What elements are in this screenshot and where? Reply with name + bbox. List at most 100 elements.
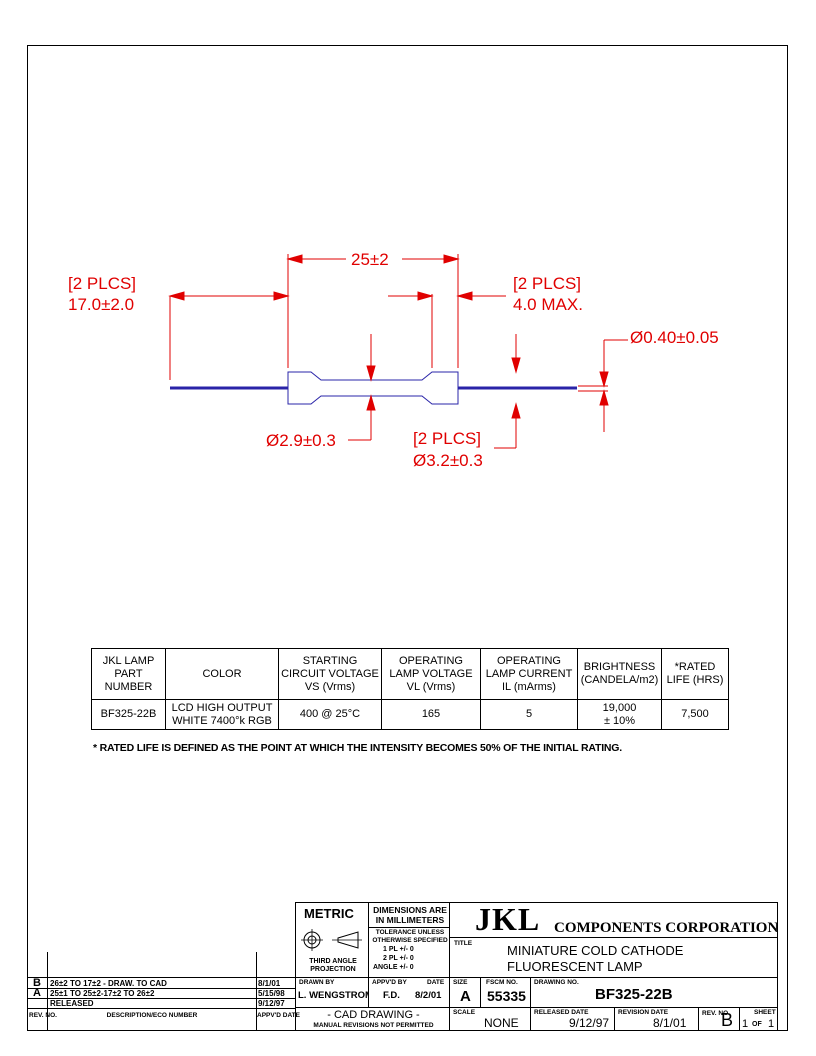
drawn-by-label: DRAWN BY (299, 979, 335, 986)
cell-operating-current: 5 (480, 699, 578, 730)
approved-date-value: 8/2/01 (415, 990, 442, 1001)
title-cell: TITLE MINIATURE COLD CATHODE FLUORESCENT… (449, 937, 778, 978)
tolerance-1pl: 1 PL +/- 0 (383, 946, 414, 953)
drawing-number-label: DRAWING NO. (534, 979, 579, 986)
arrowhead (366, 394, 376, 411)
arrowhead (599, 371, 609, 388)
drawing-number-value: BF325-22B (595, 986, 673, 1003)
projection-label: THIRD ANGLE PROJECTION (309, 958, 357, 973)
scale-cell: SCALE NONE (449, 1007, 531, 1031)
fscm-cell: FSCM NO. 55335 (480, 977, 531, 1008)
size-label: SIZE (453, 979, 468, 986)
tolerance-cell: DIMENSIONS ARE IN MILLIMETERS TOLERANCE … (368, 902, 450, 978)
sheet-value: 1 (742, 1018, 749, 1030)
tolerance-angle: ANGLE +/- 0 (373, 964, 414, 971)
arrowhead (443, 254, 460, 264)
dim-end-diameter: Ø3.2±0.3 (413, 451, 483, 470)
manual-revisions-note: MANUAL REVISIONS NOT PERMITTED (313, 1022, 434, 1029)
drawn-by-cell: DRAWN BY L. WENGSTROM (295, 977, 369, 1008)
arrowhead (273, 291, 290, 301)
released-date-value: 9/12/97 (569, 1016, 610, 1030)
company-name: COMPONENTS CORPORATION (554, 920, 778, 936)
approved-by-value: F.D. (383, 990, 400, 1001)
dim-overall-length: 25±2 (351, 250, 389, 269)
dim-tube-diameter: Ø2.9±0.3 (266, 431, 336, 450)
arrowhead (366, 365, 376, 382)
metric-cell: METRIC THIRD ANGLE PROJECTION (295, 902, 369, 978)
spec-header-row: JKL LAMP PART NUMBER COLOR STARTING CIRC… (91, 648, 729, 700)
tolerance-note: TOLERANCE UNLESS OTHERWISE SPECIFIED (372, 929, 448, 944)
dim-endcap-length: 4.0 MAX. (513, 295, 583, 314)
revision-row-a-desc: 25±1 TO 25±2-17±2 TO 26±2 (50, 989, 155, 998)
lamp-spec-table: JKL LAMP PART NUMBER COLOR STARTING CIRC… (91, 648, 729, 730)
revision-header-appvd: APPV'D DATE (257, 1012, 300, 1019)
cell-rated-life: 7,500 (661, 699, 729, 730)
revision-row-b-rev: B (33, 977, 41, 989)
company-logo: JKL (475, 902, 541, 937)
header-part-number: JKL LAMP PART NUMBER (91, 648, 166, 700)
cell-color: LCD HIGH OUTPUT WHITE 7400°k RGB (165, 699, 279, 730)
arrowhead (417, 291, 434, 301)
dim-endcap-qty: [2 PLCS] (513, 274, 581, 293)
arrowhead (286, 254, 303, 264)
cell-operating-voltage: 165 (381, 699, 481, 730)
arrowhead (511, 402, 521, 419)
third-angle-projection-icon (301, 929, 362, 951)
arrowhead (168, 291, 185, 301)
company-cell: JKL COMPONENTS CORPORATION (449, 902, 778, 938)
spec-data-row: BF325-22B LCD HIGH OUTPUT WHITE 7400°k R… (91, 699, 729, 730)
header-brightness: BRIGHTNESS (CANDELA/m2) (577, 648, 662, 700)
cell-part-number: BF325-22B (91, 699, 166, 730)
approved-by-label: APPV'D BY (372, 979, 407, 986)
drawing-number-cell: DRAWING NO. BF325-22B (530, 977, 778, 1008)
header-starting-voltage: STARTING CIRCUIT VOLTAGE VS (Vrms) (278, 648, 382, 700)
revision-row-b-desc: 26±2 TO 17±2 - DRAW. TO CAD (50, 979, 167, 988)
arrowhead (599, 389, 609, 406)
approved-date-label: DATE (427, 979, 445, 986)
rev-no-cell: REV. NO. B (698, 1007, 740, 1031)
fscm-label: FSCM NO. (486, 979, 518, 986)
title-line1: MINIATURE COLD CATHODE (507, 943, 684, 958)
released-date-cell: RELEASED DATE 9/12/97 (530, 1007, 615, 1031)
size-cell: SIZE A (449, 977, 481, 1008)
header-operating-current: OPERATING LAMP CURRENT IL (mArms) (480, 648, 578, 700)
rev-no-value: B (721, 1010, 734, 1030)
title-line2: FLUORESCENT LAMP (507, 959, 643, 974)
sheet-label: SHEET (754, 1009, 776, 1016)
revision-date-cell: REVISION DATE 8/1/01 (614, 1007, 699, 1031)
sheet-of-label: OF (752, 1021, 762, 1028)
arrowhead (456, 291, 473, 301)
tolerance-2pl: 2 PL +/- 0 (383, 955, 414, 962)
revision-header-rev: REV. NO. (29, 1012, 57, 1019)
revision-row-released-date: 9/12/97 (258, 999, 285, 1008)
revision-row-released-desc: RELEASED (50, 999, 94, 1008)
dim-lead-length: 17.0±2.0 (68, 295, 134, 314)
cell-starting-voltage: 400 @ 25°C (278, 699, 382, 730)
rev-no-label: REV. NO. (702, 1010, 730, 1017)
fscm-value: 55335 (487, 988, 526, 1004)
approved-by-cell: APPV'D BY DATE F.D. 8/2/01 (368, 977, 450, 1008)
sheet-cell: SHEET 1 OF 1 (739, 1007, 778, 1031)
arrowhead (511, 357, 521, 374)
revision-date-label: REVISION DATE (618, 1009, 669, 1016)
size-value: A (460, 988, 471, 1005)
dim-lead-qty: [2 PLCS] (68, 274, 136, 293)
rated-life-footnote: * RATED LIFE IS DEFINED AS THE POINT AT … (93, 742, 622, 754)
dim-lead-diameter: Ø0.40±0.05 (630, 328, 719, 347)
sheet-total-value: 1 (768, 1018, 775, 1030)
scale-label: SCALE (453, 1009, 476, 1016)
revision-row-b-date: 8/1/01 (258, 979, 281, 988)
scale-value: NONE (484, 1016, 519, 1030)
revision-date-value: 8/1/01 (653, 1016, 687, 1030)
drawn-by-value: L. WENGSTROM (298, 990, 369, 1001)
header-color: COLOR (165, 648, 279, 700)
lamp-body-outline (287, 371, 459, 405)
header-rated-life: *RATED LIFE (HRS) (661, 648, 729, 700)
revision-header-desc: DESCRIPTION/ECO NUMBER (106, 1012, 198, 1019)
cell-brightness: 19,000 ± 10% (577, 699, 662, 730)
cad-drawing-cell: - CAD DRAWING - MANUAL REVISIONS NOT PER… (295, 1007, 450, 1031)
revision-row-a-date: 5/15/98 (258, 989, 285, 998)
dim-end-dia-qty: [2 PLCS] (413, 429, 481, 448)
header-operating-voltage: OPERATING LAMP VOLTAGE VL (Vrms) (381, 648, 481, 700)
